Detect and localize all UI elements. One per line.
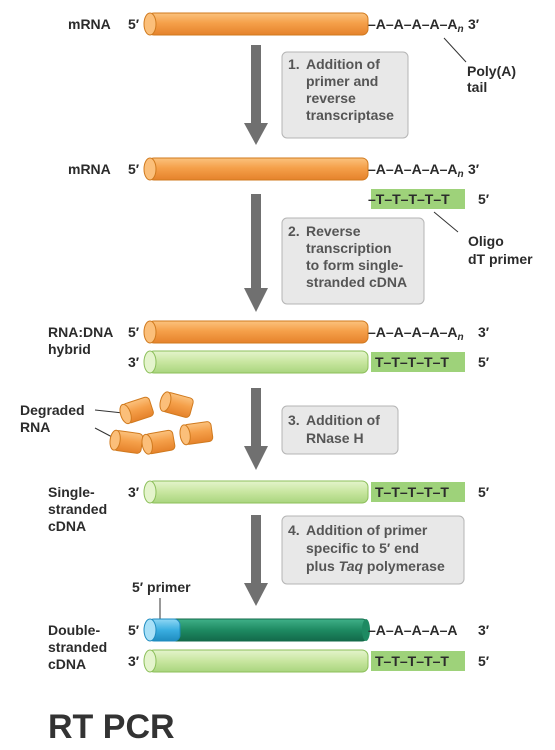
poly-a-sequence: –A–A–A–A–An — [368, 16, 464, 35]
double-stranded-label-2: stranded — [48, 639, 107, 655]
hybrid-label-2: hybrid — [48, 341, 91, 357]
step-box — [281, 51, 409, 139]
oligo-dt-sequence: T–T–T–T–T — [375, 653, 449, 669]
step-text: Reverse — [306, 223, 361, 239]
step-number: 3. — [288, 412, 300, 428]
degraded-pointer — [94, 409, 124, 414]
step-text: to form single- — [306, 257, 404, 273]
mrna-strand — [143, 12, 369, 36]
oligo-pointer — [433, 211, 459, 233]
three-prime-end: 3′ — [468, 16, 480, 32]
double-stranded-label: Double- — [48, 622, 100, 638]
three-prime-end: 3′ — [128, 354, 140, 370]
down-arrow — [244, 194, 268, 312]
mrna-strand — [143, 320, 369, 344]
oligo-dt-sequence: T–T–T–T–T — [375, 354, 449, 370]
poly-a-label-2: tail — [467, 79, 487, 95]
oligo-dt-highlight — [371, 189, 465, 209]
cdna-strand — [143, 649, 369, 673]
step-text: Addition of — [306, 56, 380, 72]
three-prime-end: 3′ — [478, 622, 490, 638]
three-prime-end: 3′ — [128, 484, 140, 500]
step-text: reverse — [306, 90, 356, 106]
oligo-dt-highlight — [371, 651, 465, 671]
oligo-label-2: dT primer — [468, 251, 533, 267]
three-prime-end: 3′ — [468, 161, 480, 177]
five-prime-end: 5′ — [478, 653, 490, 669]
mrna-label: mRNA — [68, 16, 111, 32]
oligo-dt-sequence: T–T–T–T–T — [375, 484, 449, 500]
single-stranded-label-2: stranded — [48, 501, 107, 517]
poly-a-sequence: –A–A–A–A–A — [368, 622, 457, 638]
oligo-dt-sequence: –T–T–T–T–T — [368, 191, 450, 207]
hybrid-label: RNA:DNA — [48, 324, 113, 340]
step-number: 2. — [288, 223, 300, 239]
step-number: 4. — [288, 522, 300, 538]
poly-a-label: Poly(A) — [467, 63, 516, 79]
step-text: transcriptase — [306, 107, 394, 123]
mrna-strand — [143, 157, 369, 181]
oligo-dt-highlight — [371, 352, 465, 372]
five-prime-primer-label: 5′ primer — [132, 579, 191, 595]
step-text: Addition of primer — [306, 522, 428, 538]
five-prime-end: 5′ — [478, 354, 490, 370]
cdna-strand — [143, 480, 369, 504]
three-prime-end: 3′ — [128, 653, 140, 669]
second-strand-dna — [143, 618, 370, 642]
step-text: specific to 5′ end — [306, 540, 419, 556]
five-prime-end: 5′ — [128, 161, 140, 177]
page-title: RT PCR — [48, 708, 175, 746]
down-arrow — [244, 45, 268, 145]
poly-a-pointer — [443, 37, 467, 63]
five-prime-end: 5′ — [478, 484, 490, 500]
five-prime-end: 5′ — [128, 16, 140, 32]
degraded-rna-label: Degraded — [20, 402, 85, 418]
five-prime-end: 5′ — [478, 191, 490, 207]
step-box — [281, 515, 465, 585]
step-box — [281, 217, 425, 305]
single-stranded-label-3: cDNA — [48, 518, 86, 534]
step-text: transcription — [306, 240, 392, 256]
poly-a-sequence: –A–A–A–A–An — [368, 161, 464, 180]
five-prime-end: 5′ — [128, 622, 140, 638]
step-box — [281, 405, 399, 455]
oligo-label: Oligo — [468, 233, 504, 249]
step-text: Addition of — [306, 412, 380, 428]
step-number: 1. — [288, 56, 300, 72]
step-text: RNase H — [306, 430, 364, 446]
single-stranded-label: Single- — [48, 484, 95, 500]
step-text: plus Taq polymerase — [306, 558, 445, 574]
down-arrow — [244, 388, 268, 470]
step-text: primer and — [306, 73, 378, 89]
cdna-strand — [143, 350, 369, 374]
poly-a-sequence: –A–A–A–A–An — [368, 324, 464, 343]
down-arrow — [244, 515, 268, 606]
three-prime-end: 3′ — [478, 324, 490, 340]
degraded-rna-label-2: RNA — [20, 419, 50, 435]
step-text: stranded cDNA — [306, 274, 407, 290]
oligo-dt-highlight — [371, 482, 465, 502]
double-stranded-label-3: cDNA — [48, 656, 86, 672]
mrna-label: mRNA — [68, 161, 111, 177]
five-prime-end: 5′ — [128, 324, 140, 340]
degraded-rna-fragments — [109, 391, 214, 455]
